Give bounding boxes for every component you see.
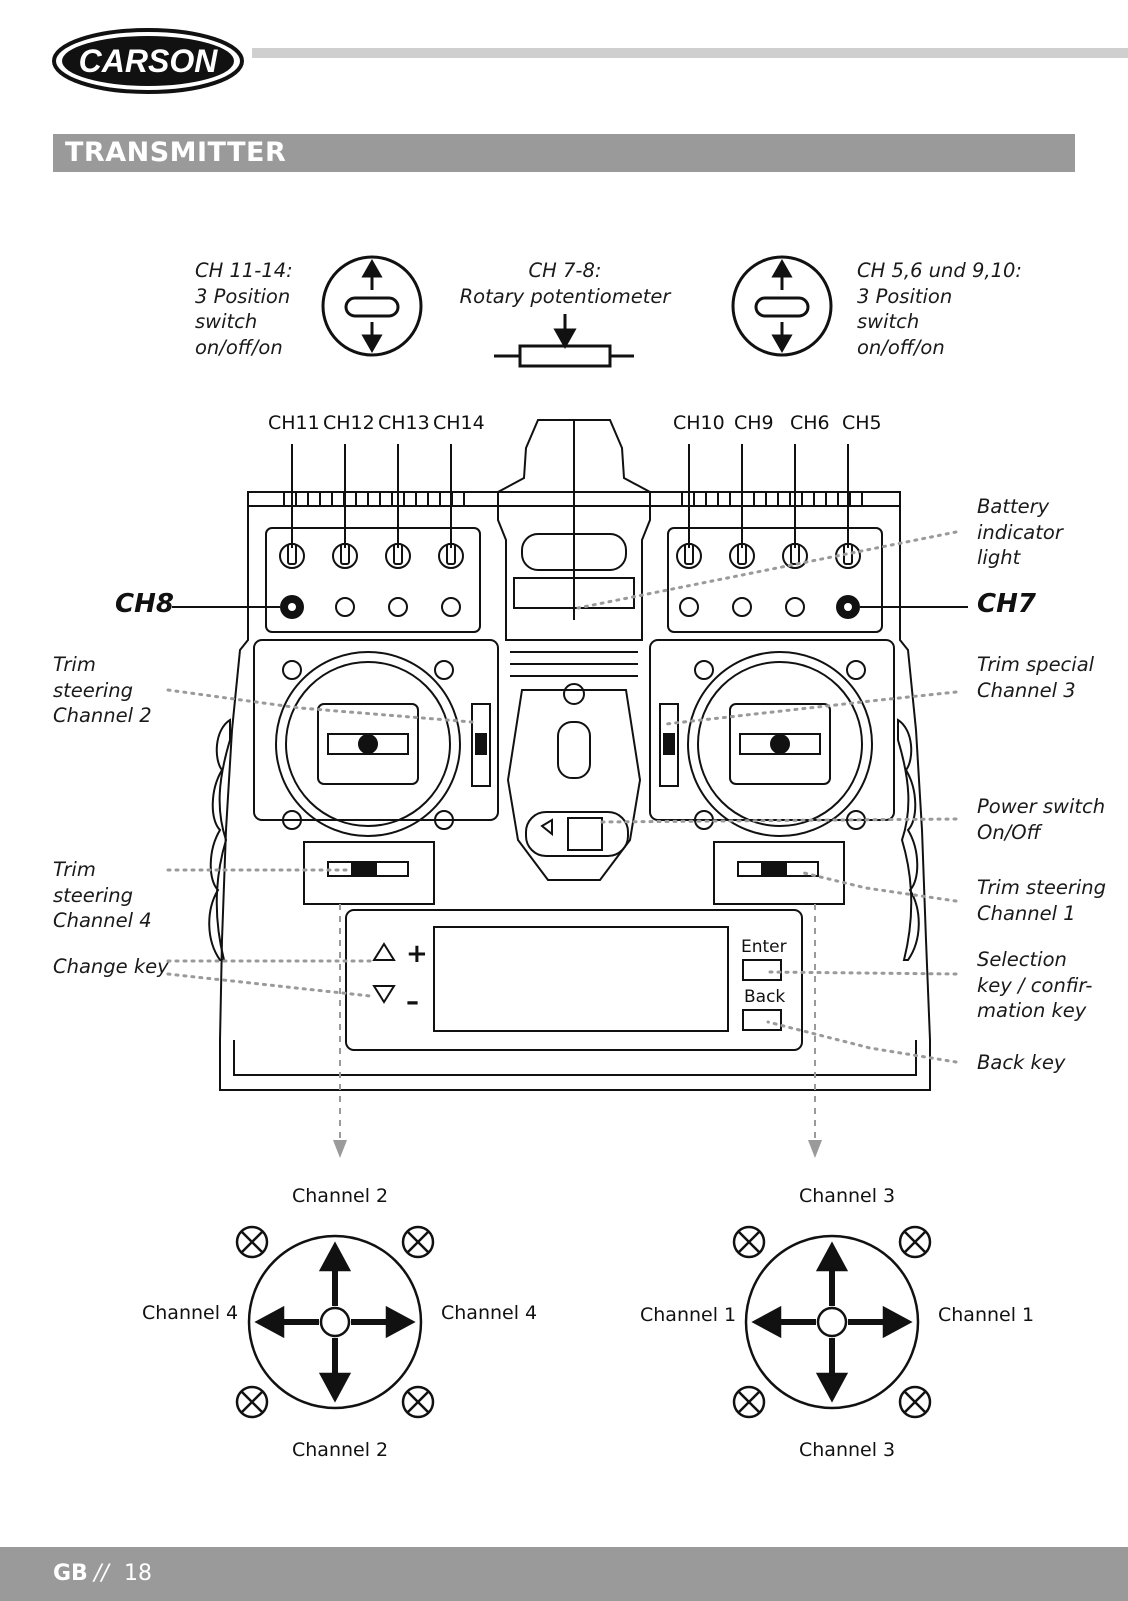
legend-left-line: 3 Position xyxy=(195,284,291,308)
callout-line: Trim xyxy=(53,653,96,676)
carson-logo: CARSON xyxy=(52,28,244,94)
change-key-label: Change key xyxy=(53,954,169,980)
channel-label: CH12 xyxy=(323,412,375,434)
ch8-label: CH8 xyxy=(115,589,174,619)
right-stick-bottom-label: Channel 3 xyxy=(799,1439,896,1461)
legend-left-line: on/off/on xyxy=(195,335,283,359)
callout-line: steering xyxy=(53,883,133,907)
callout-line: On/Off xyxy=(977,820,1041,844)
right-stick-right-label: Channel 1 xyxy=(938,1304,1035,1326)
footer: GB // 18 xyxy=(0,1547,1128,1601)
right-stick-top-label: Channel 3 xyxy=(799,1185,896,1207)
left-stick-right-label: Channel 4 xyxy=(441,1302,538,1324)
logo-text: CARSON xyxy=(79,43,219,79)
callout-line: Channel 1 xyxy=(977,901,1076,925)
right-stick-diagram xyxy=(732,1225,932,1419)
callout-line: Channel 3 xyxy=(977,678,1076,702)
callout-line: light xyxy=(977,546,1021,569)
section-header: TRANSMITTER xyxy=(53,134,1075,172)
left-stick-left-label: Channel 4 xyxy=(142,1302,239,1324)
legend-middle-line: CH 7-8: xyxy=(528,259,602,282)
callout-line: indicator xyxy=(977,520,1063,544)
legend-middle-line: Rotary potentiometer xyxy=(459,284,671,308)
right-stick-left-label: Channel 1 xyxy=(640,1304,737,1326)
power-switch-label: Power switch On/Off xyxy=(977,794,1105,845)
rotary-knob xyxy=(280,595,860,619)
legend-middle: CH 7-8: Rotary potentiometer xyxy=(440,258,690,309)
battery-indicator-label: Battery indicator light xyxy=(977,494,1063,571)
callout-line: key / confir- xyxy=(977,973,1093,997)
selection-key-label: Selection key / confir- mation key xyxy=(977,947,1092,1024)
callout-line: Change key xyxy=(53,955,169,978)
channel-label: CH9 xyxy=(734,412,774,434)
legend-right-line: 3 Position xyxy=(857,284,953,308)
channel-leaders xyxy=(172,444,968,608)
channel-label: CH10 xyxy=(673,412,725,434)
left-gimbal xyxy=(275,651,491,877)
legend-right-line: switch xyxy=(857,310,920,333)
arrow-down-icon xyxy=(808,1140,822,1158)
callout-line: Back key xyxy=(977,1051,1066,1074)
left-stick-bottom-label: Channel 2 xyxy=(292,1439,389,1461)
down-triangle-icon xyxy=(372,985,396,1004)
rotary-potentiometer-icon xyxy=(494,314,634,368)
legend-left-line: switch xyxy=(195,310,258,333)
callout-line: Power switch xyxy=(977,795,1106,818)
callout-line: Battery xyxy=(977,495,1050,518)
stick-direction-arrows xyxy=(339,904,816,1138)
side-grip xyxy=(208,718,920,961)
footer-separator: // xyxy=(94,1561,109,1586)
enter-label: Enter xyxy=(741,937,787,957)
callout-line: Channel 2 xyxy=(53,704,152,727)
callout-line: Channel 4 xyxy=(53,909,152,932)
left-stick-top-label: Channel 2 xyxy=(292,1185,389,1207)
callout-line: Trim steering xyxy=(977,876,1106,899)
callout-line: Selection xyxy=(977,948,1067,971)
trim-steering-ch2-label: Trim steering Channel 2 xyxy=(53,652,152,729)
legend-right-line: on/off/on xyxy=(857,335,945,359)
legend-right-line: CH 5,6 und 9,10: xyxy=(857,259,1022,282)
callout-line: Trim special xyxy=(977,653,1095,676)
legend-left: CH 11-14: 3 Position switch on/off/on xyxy=(195,258,293,360)
transmitter-body xyxy=(219,419,931,1091)
trim-steering-ch1-label: Trim steering Channel 1 xyxy=(977,875,1106,926)
trim-steering-ch4-label: Trim steering Channel 4 xyxy=(53,857,152,934)
callout-dotted-lines xyxy=(166,530,958,1064)
callout-line: mation key xyxy=(977,999,1087,1022)
page-number: 18 xyxy=(124,1561,152,1586)
toggle-switches xyxy=(279,543,861,617)
callout-line: steering xyxy=(53,678,133,702)
channel-label: CH6 xyxy=(790,412,830,434)
section-title: TRANSMITTER xyxy=(65,137,287,168)
back-key[interactable] xyxy=(742,1009,782,1031)
keypad xyxy=(372,942,782,1031)
enter-key[interactable] xyxy=(742,959,782,981)
header-rule xyxy=(252,48,1128,58)
footer-language: GB xyxy=(53,1561,88,1586)
up-triangle-icon xyxy=(372,942,396,961)
back-key-label: Back key xyxy=(977,1050,1065,1076)
legend-right: CH 5,6 und 9,10: 3 Position switch on/of… xyxy=(857,258,1022,360)
right-gimbal xyxy=(659,651,873,877)
trim-special-ch3-label: Trim special Channel 3 xyxy=(977,652,1094,703)
channel-label: CH14 xyxy=(433,412,485,434)
channel-label: CH5 xyxy=(842,412,882,434)
channel-label: CH11 xyxy=(268,412,320,434)
back-label: Back xyxy=(744,987,785,1007)
minus-symbol: – xyxy=(406,987,419,1017)
left-stick-diagram xyxy=(235,1225,435,1419)
ch7-label: CH7 xyxy=(977,589,1036,619)
legend-left-line: CH 11-14: xyxy=(195,259,293,282)
channel-label: CH13 xyxy=(378,412,430,434)
arrow-down-icon xyxy=(333,1140,347,1158)
three-position-switch-icon xyxy=(321,255,423,357)
callout-line: Trim xyxy=(53,858,96,881)
plus-symbol: + xyxy=(406,939,428,969)
three-position-switch-icon xyxy=(731,255,833,357)
